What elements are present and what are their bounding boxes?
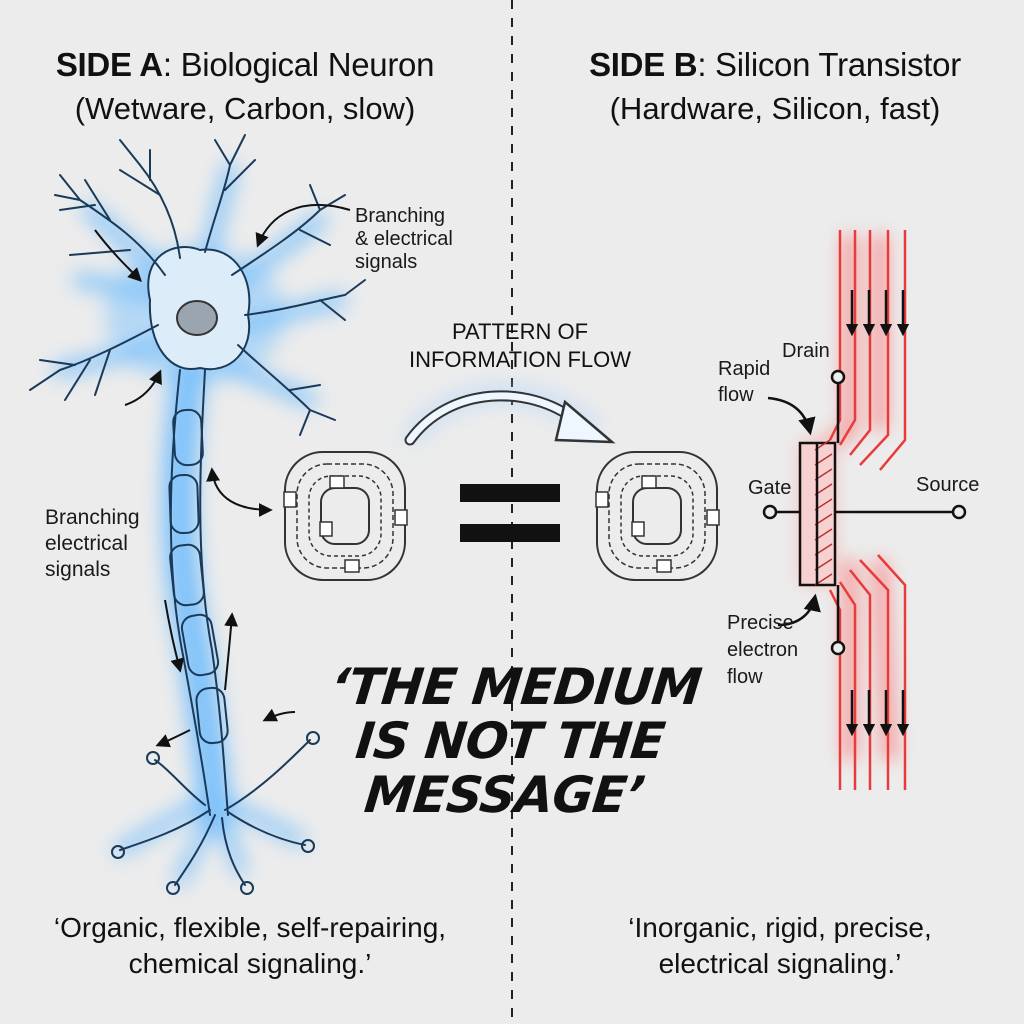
label-source: Source <box>916 474 980 496</box>
neuron-label-left-line1: Branching <box>45 506 140 529</box>
equals-sign <box>460 484 560 542</box>
label-precise-line1: Precise <box>727 612 794 634</box>
side-b-heading: SIDE B: Silicon Transistor <box>550 45 1000 85</box>
side-b-caption-line2: electrical signaling.’ <box>658 948 902 979</box>
neuron-label-left: Branching electrical signals <box>45 505 140 583</box>
tagline-line2: IS NOT THE <box>352 712 668 770</box>
side-b-caption-line1: ‘Inorganic, rigid, precise, <box>628 912 932 943</box>
pattern-loop-right <box>595 451 720 581</box>
tagline-line3: MESSAGE’ <box>361 766 647 824</box>
flow-label-line2: INFORMATION FLOW <box>408 347 632 372</box>
tagline-line1: ‘THE MEDIUM <box>327 658 704 716</box>
side-a-caption-line2: chemical signaling.’ <box>128 948 372 979</box>
neuron-label-top-line3: signals <box>355 251 418 273</box>
tagline: ‘THE MEDIUM IS NOT THE MESSAGE’ <box>311 658 708 824</box>
label-drain: Drain <box>782 340 830 362</box>
neuron-illustration <box>29 134 366 895</box>
neuron-label-top: Branching & electrical signals <box>355 205 453 274</box>
neuron-label-top-line2: & electrical <box>355 228 453 250</box>
label-rapid-line2: flow <box>718 384 754 406</box>
flow-arrow <box>402 384 616 446</box>
flow-label-line1: PATTERN OF <box>451 319 589 344</box>
neuron-label-top-line1: Branching <box>355 205 446 227</box>
side-a-title: : Biological Neuron <box>162 46 435 83</box>
flow-label: PATTERN OF INFORMATION FLOW <box>400 318 640 374</box>
side-a-caption-line1: ‘Organic, flexible, self-repairing, <box>53 912 447 943</box>
side-a-caption: ‘Organic, flexible, self-repairing, chem… <box>10 910 490 982</box>
side-b-title: : Silicon Transistor <box>697 46 961 83</box>
label-gate: Gate <box>748 477 792 499</box>
neuron-label-left-line2: electrical <box>45 532 128 555</box>
label-precise-line2: electron <box>727 639 799 661</box>
pattern-loop-left <box>283 451 408 581</box>
label-precise-line3: flow <box>727 666 763 688</box>
side-a-prefix: SIDE A <box>55 46 163 83</box>
side-a-subtitle: (Wetware, Carbon, slow) <box>74 91 416 126</box>
side-b-caption: ‘Inorganic, rigid, precise, electrical s… <box>540 910 1020 982</box>
side-a-heading: SIDE A: Biological Neuron <box>20 45 470 85</box>
label-precise-flow: Precise electron flow <box>727 610 798 691</box>
label-rapid-line1: Rapid <box>718 358 771 380</box>
label-rapid-flow: Rapid flow <box>718 356 770 408</box>
transistor-illustration <box>762 230 967 790</box>
side-b-subtitle: (Hardware, Silicon, fast) <box>609 91 941 126</box>
neuron-label-left-line3: signals <box>45 558 111 581</box>
side-b-prefix: SIDE B <box>589 46 698 83</box>
